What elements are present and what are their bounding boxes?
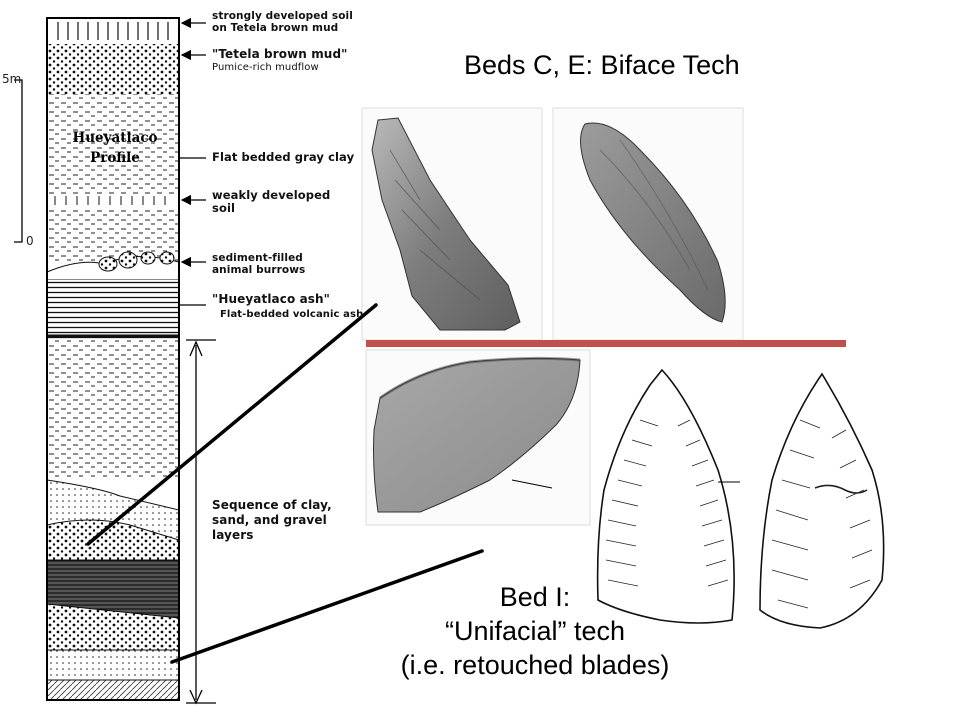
biface-artifact-photo xyxy=(361,107,744,341)
label-gray-clay: Flat bedded gray clay xyxy=(212,150,355,164)
scale-bar xyxy=(14,79,23,243)
profile-title: Hueyatlaco Profile xyxy=(72,130,158,166)
sequence-range-arrow xyxy=(186,339,216,705)
label-tetela-mud: "Tetela brown mud" Pumice-rich mudflow xyxy=(212,47,348,73)
unifacial-artifact-drawing xyxy=(596,368,885,629)
heading-biface: Beds C, E: Biface Tech xyxy=(464,50,740,80)
scale-top-label: 5m xyxy=(2,72,22,86)
unifacial-artifact-photo xyxy=(365,349,591,526)
scale-bottom-label: 0 xyxy=(26,234,34,248)
strat-column xyxy=(46,17,180,701)
pointer-lines xyxy=(86,303,484,664)
section-divider xyxy=(366,340,846,347)
caption-unifacial: Bed I: “Unifacial” tech (i.e. retouched … xyxy=(400,582,670,680)
label-sequence-layers: Sequence of clay, sand, and gravel layer… xyxy=(212,498,332,542)
label-hueyatlaco-ash: "Hueyatlaco ash" Flat-bedded volcanic as… xyxy=(212,292,364,320)
label-arrows xyxy=(178,17,206,306)
